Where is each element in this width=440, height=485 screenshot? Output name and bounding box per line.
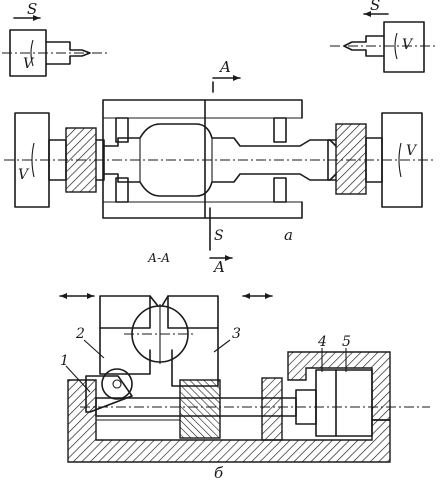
part-number-3: 3 [232,326,241,342]
feed-label-left: S [27,0,37,18]
section-title: А-А [147,251,170,265]
speed-label-ml: V [18,167,30,183]
figure-b-label: б [214,464,224,482]
speed-label-tl: V [23,56,35,72]
tool-sketch-right: S V [330,0,436,73]
figure-b: 1 2 3 4 5 б [59,293,430,482]
figure-a: A V V A [4,58,436,276]
section-mark-top: A [218,58,231,76]
part-number-1: 1 [60,353,69,369]
part-number-2: 2 [75,326,85,342]
part-number-4: 4 [317,334,327,350]
tool-sketch-left: S V [2,0,108,77]
feed-label-mid: S [214,228,224,244]
figure-a-label: а [284,226,293,244]
speed-label-tr: V [402,37,414,53]
speed-label-mr: V [406,143,418,159]
feed-label-right: S [370,0,380,14]
section-mark-bottom: A [212,258,225,276]
part-number-5: 5 [342,334,351,350]
